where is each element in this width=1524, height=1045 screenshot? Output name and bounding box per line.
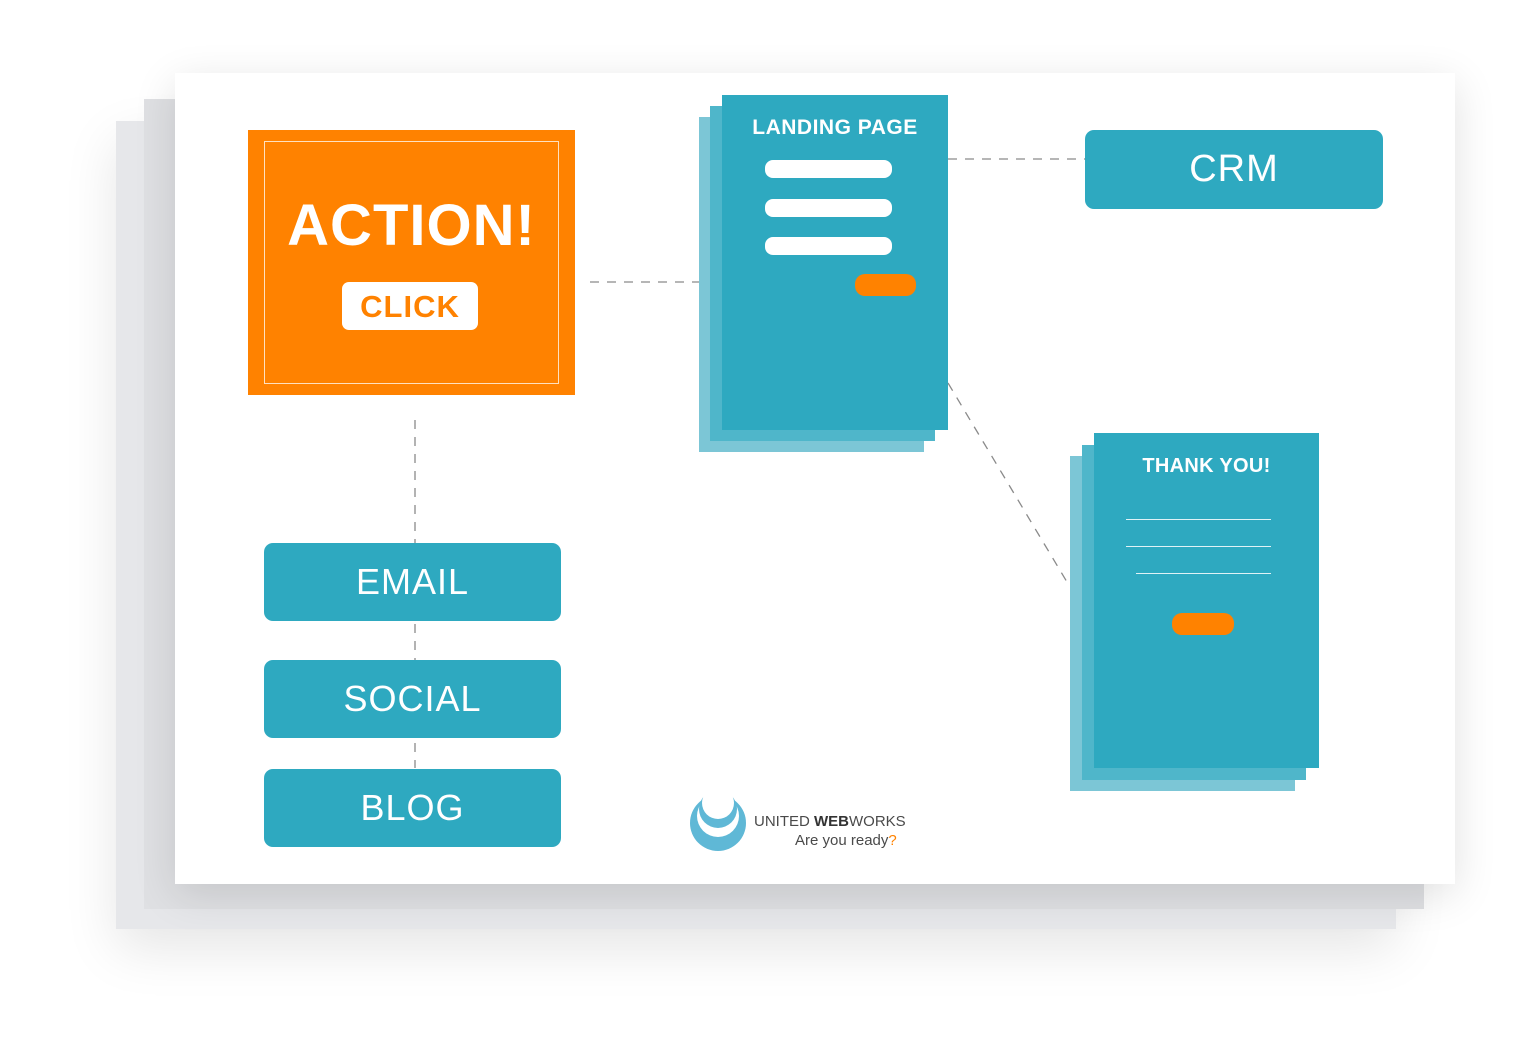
landing-submit-button[interactable] bbox=[855, 274, 916, 296]
text-line-2 bbox=[1126, 546, 1271, 547]
thank-you-page: THANK YOU! bbox=[1094, 433, 1319, 768]
logo-circle-icon bbox=[690, 795, 746, 851]
form-field-2[interactable] bbox=[765, 199, 892, 217]
text-line-1 bbox=[1126, 519, 1271, 520]
channel-blog[interactable]: BLOG bbox=[264, 769, 561, 847]
crm-box: CRM bbox=[1085, 130, 1383, 209]
action-box: ACTION! CLICK bbox=[248, 130, 575, 395]
thank-you-button[interactable] bbox=[1172, 613, 1234, 635]
text-line-3 bbox=[1136, 573, 1271, 574]
landing-page-title: LANDING PAGE bbox=[752, 116, 918, 139]
channel-email[interactable]: EMAIL bbox=[264, 543, 561, 621]
thank-you-title: THANK YOU! bbox=[1142, 455, 1271, 477]
channel-social[interactable]: SOCIAL bbox=[264, 660, 561, 738]
click-button[interactable]: CLICK bbox=[342, 282, 478, 330]
united-webworks-logo: UNITED WEBWORKS Are you ready? bbox=[690, 793, 920, 853]
action-title: ACTION! bbox=[287, 193, 536, 258]
logo-name: UNITED WEBWORKS bbox=[754, 813, 906, 830]
landing-page: LANDING PAGE bbox=[722, 95, 948, 430]
form-field-1[interactable] bbox=[765, 160, 892, 178]
action-box-border bbox=[264, 141, 559, 384]
form-field-3[interactable] bbox=[765, 237, 892, 255]
logo-tagline: Are you ready? bbox=[795, 832, 897, 849]
